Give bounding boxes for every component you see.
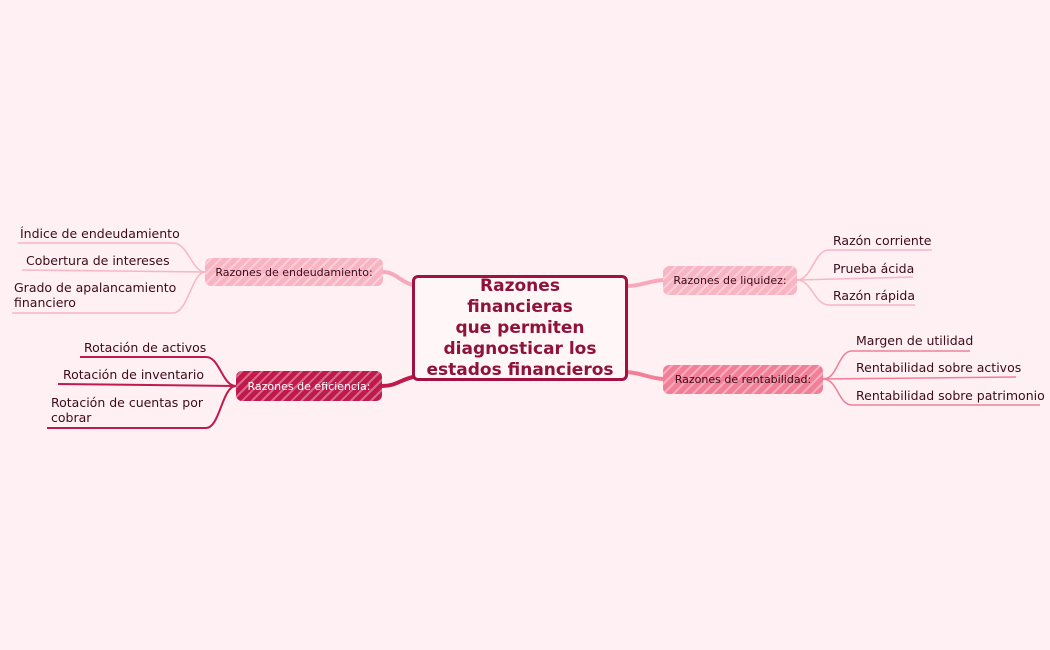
branch-eficiencia[interactable]: Razones de eficiencia: [236, 371, 382, 401]
leaf-line-liq-3 [796, 279, 915, 306]
leaf-line-rent-2 [822, 376, 1017, 380]
leaf-indice-endeudamiento[interactable]: Índice de endeudamiento [20, 226, 180, 241]
leaf-cobertura-intereses[interactable]: Cobertura de intereses [26, 253, 170, 268]
branch-rentabilidad-label: Razones de rentabilidad: [674, 373, 812, 386]
leaf-margen-utilidad[interactable]: Margen de utilidad [856, 333, 974, 348]
connector-eficiencia [381, 375, 414, 388]
leaf-prueba-acida[interactable]: Prueba ácida [833, 261, 915, 276]
leaf-line-rent-1 [822, 350, 970, 380]
central-line-4: estados financieros [426, 359, 614, 380]
branch-rentabilidad[interactable]: Razones de rentabilidad: [663, 365, 823, 394]
leaf-rotacion-cuentas-line1[interactable]: Rotación de cuentas por [51, 395, 203, 410]
leaf-rotacion-activos[interactable]: Rotación de activos [84, 340, 207, 355]
branch-liquidez[interactable]: Razones de liquidez: [663, 266, 797, 295]
central-topic[interactable]: Razones financieras que permiten diagnos… [412, 275, 628, 381]
branch-eficiencia-label: Razones de eficiencia: [247, 379, 371, 393]
leaf-line-liq-2 [796, 276, 914, 281]
branch-endeudamiento[interactable]: Razones de endeudamiento: [205, 258, 383, 286]
central-line-3: diagnosticar los [443, 338, 597, 359]
leaf-grado-apalancamiento-line2[interactable]: financiero [14, 295, 76, 310]
branch-liquidez-label: Razones de liquidez: [673, 274, 787, 287]
leaf-line-endeud-2 [21, 269, 206, 273]
leaf-line-efic-3 [47, 385, 237, 429]
central-line-1: Razones financieras [467, 275, 573, 317]
leaf-line-endeud-3 [12, 271, 206, 314]
connector-endeudamiento [382, 270, 414, 287]
connector-liquidez [626, 278, 664, 288]
central-topic-text: Razones financieras que permiten diagnos… [425, 276, 615, 381]
leaf-line-efic-2 [57, 383, 237, 387]
leaf-rotacion-cuentas-line2[interactable]: cobrar [51, 410, 92, 425]
leaf-rotacion-inventario[interactable]: Rotación de inventario [63, 367, 205, 382]
branch-endeudamiento-label: Razones de endeudamiento: [215, 265, 373, 279]
leaf-razon-corriente[interactable]: Razón corriente [833, 233, 932, 248]
leaf-grado-apalancamiento-line1[interactable]: Grado de apalancamiento [14, 280, 177, 295]
leaf-rentabilidad-activos[interactable]: Rentabilidad sobre activos [856, 360, 1022, 375]
leaf-rentabilidad-patrimonio[interactable]: Rentabilidad sobre patrimonio [856, 388, 1045, 403]
leaf-line-rent-3 [822, 378, 1040, 406]
central-line-2: que permiten [455, 317, 585, 338]
leaf-line-endeud-1 [18, 242, 206, 273]
connector-rentabilidad [626, 370, 664, 381]
leaf-razon-rapida[interactable]: Razón rápida [833, 288, 915, 303]
leaf-line-liq-1 [796, 249, 932, 281]
